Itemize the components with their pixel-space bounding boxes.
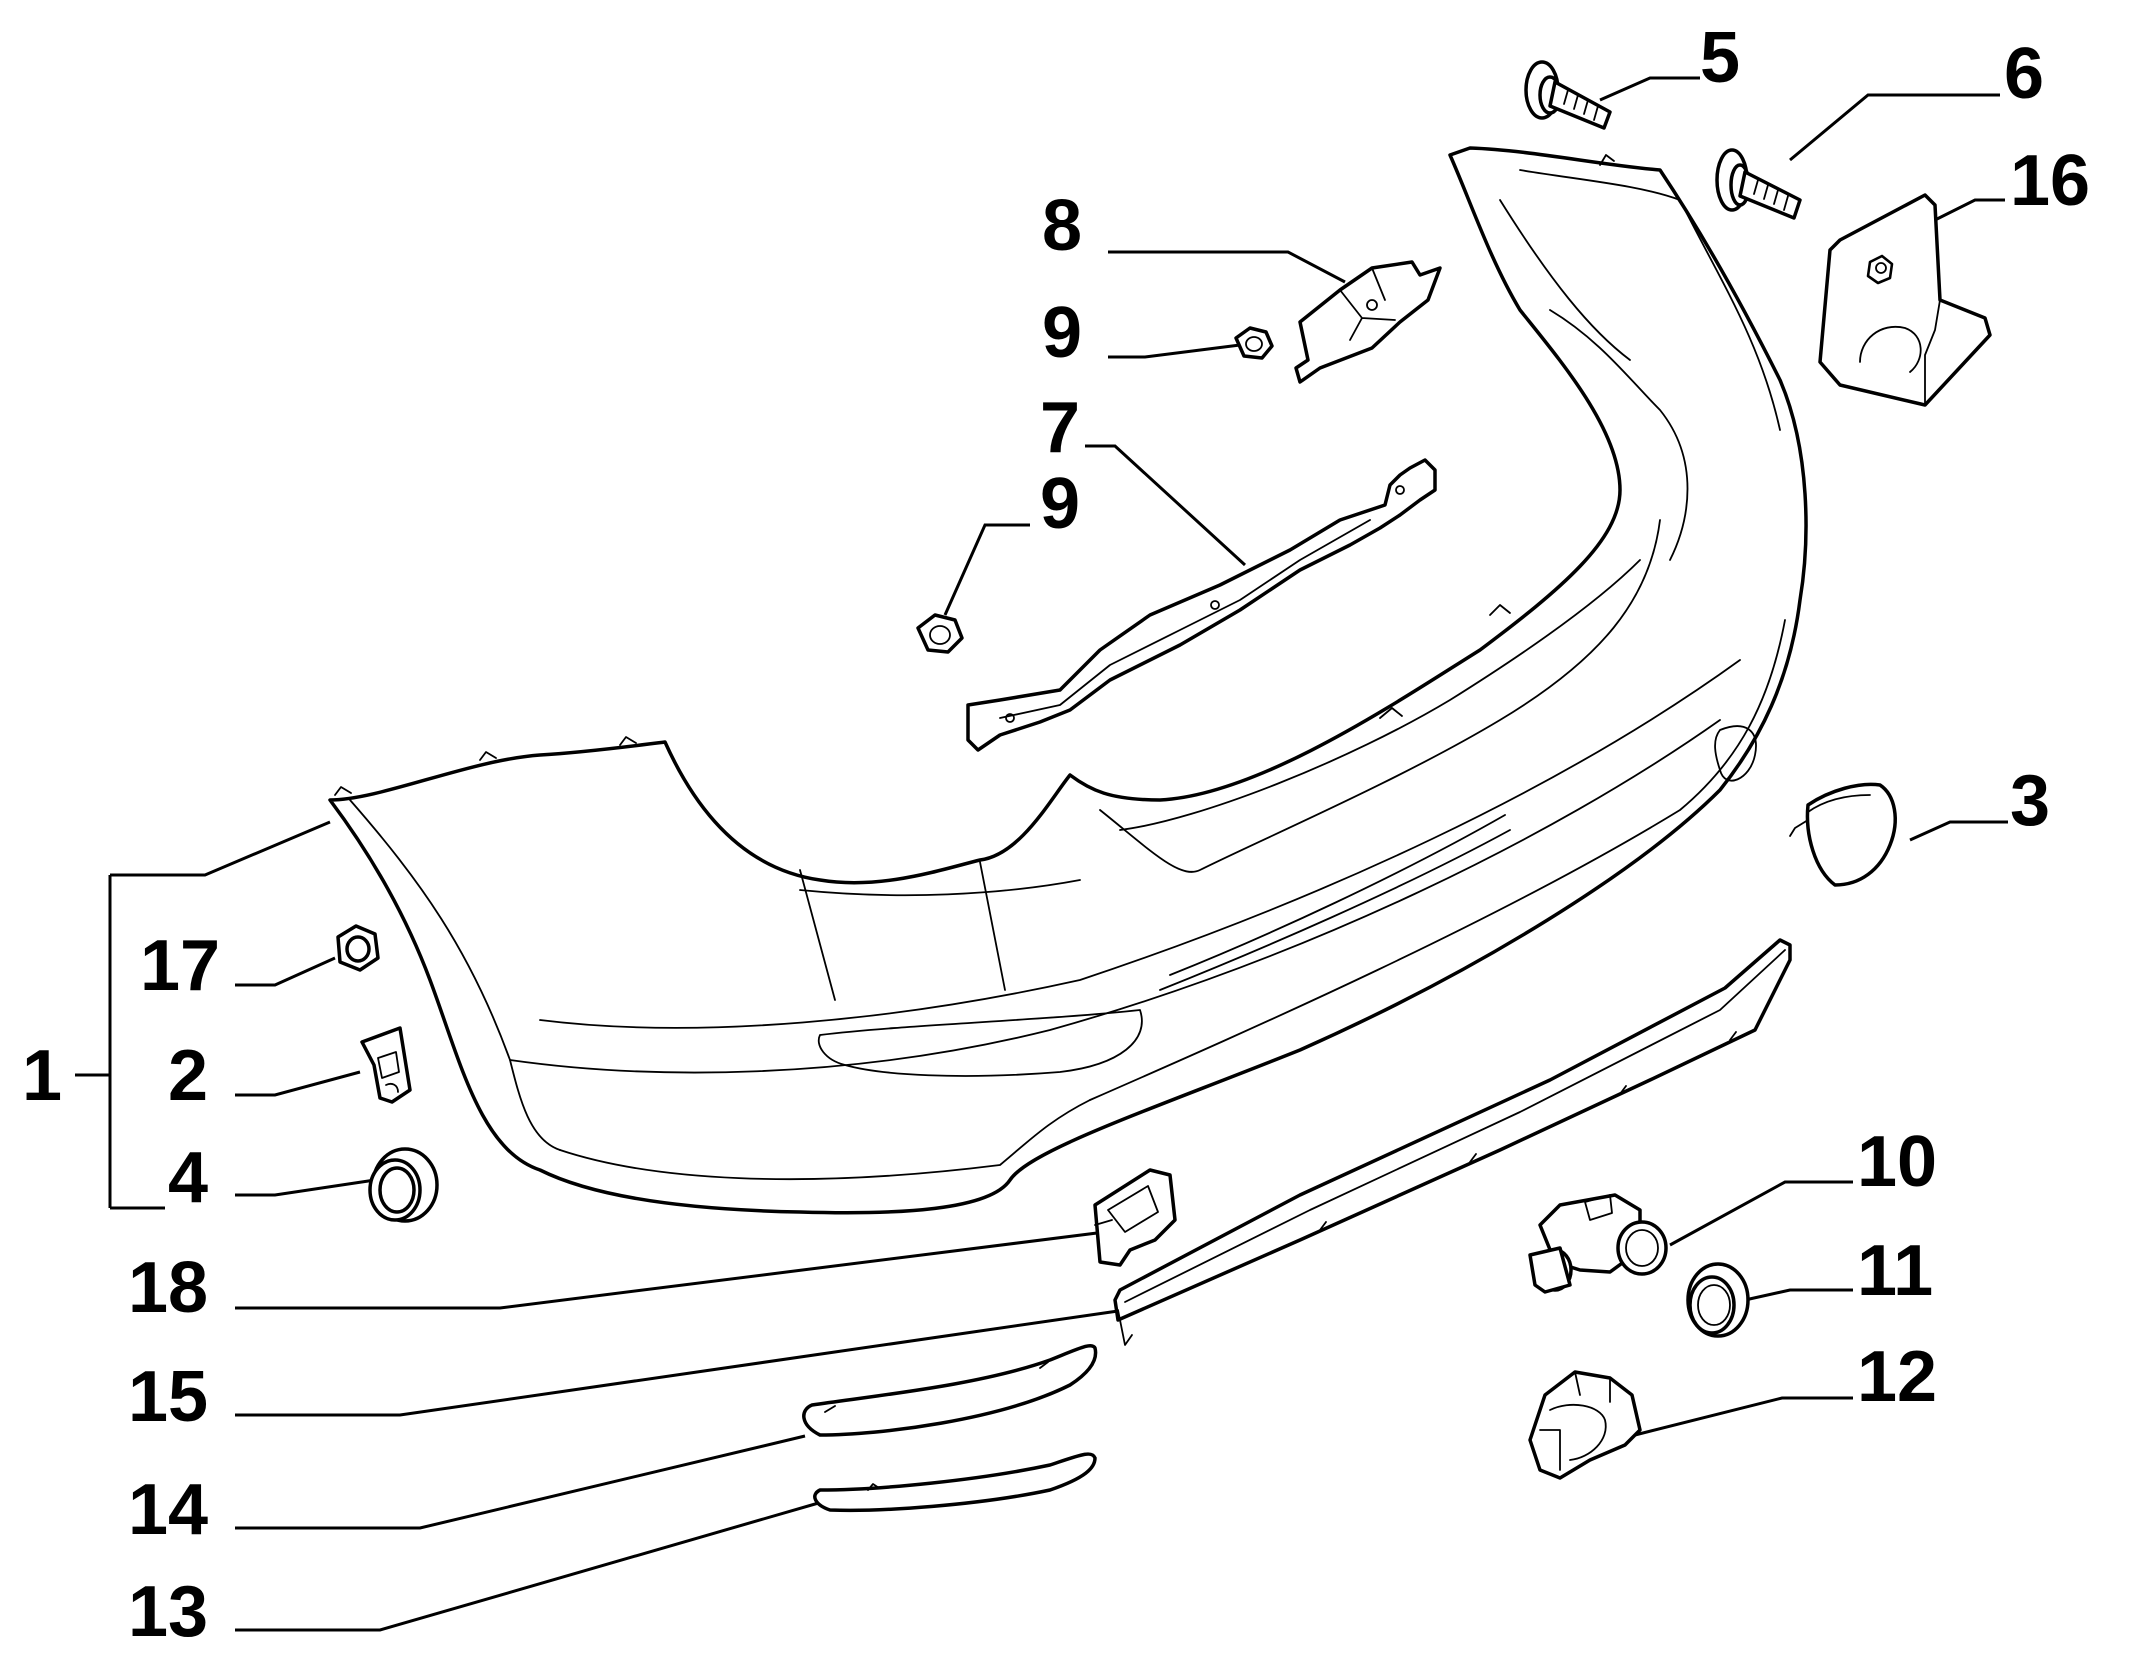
leader-18 [235, 1230, 1106, 1310]
leader-12 [1634, 1396, 1853, 1437]
leader-1-bracket [75, 820, 331, 1210]
part-4-grommet [368, 1147, 439, 1223]
leader-4 [235, 1178, 376, 1197]
leader-10 [1669, 1180, 1853, 1247]
callout-11: 11 [1857, 1231, 1933, 1311]
callout-1: 1 [22, 1036, 62, 1116]
part-2-clip [360, 1026, 412, 1104]
leader-14 [235, 1434, 806, 1530]
part-17-nut [336, 924, 380, 972]
callout-12: 12 [1857, 1337, 1937, 1417]
leader-15 [235, 1308, 1126, 1417]
part-5-screw [1524, 60, 1612, 130]
leader-9b [943, 523, 1030, 616]
part-12-sensor-holder [1528, 1370, 1642, 1480]
part-6-screw [1715, 148, 1802, 220]
part-8-bracket [1294, 260, 1442, 384]
leader-16 [1934, 198, 2005, 222]
part-15-lower-strip [1113, 938, 1792, 1346]
callout-labels: 1 2 3 4 5 6 7 8 9 9 10 11 12 13 14 15 16… [22, 18, 2090, 1652]
leader-2 [235, 1070, 361, 1097]
callout-9b: 9 [1040, 464, 1080, 544]
leader-5 [1599, 76, 1700, 102]
callout-5: 5 [1700, 18, 1740, 98]
callout-14: 14 [128, 1470, 208, 1550]
part-16-bracket [1818, 193, 1992, 407]
leader-7 [1085, 444, 1247, 567]
callout-3: 3 [2010, 761, 2050, 841]
leader-8 [1108, 250, 1346, 284]
part-18-cover [1093, 1168, 1177, 1267]
part-13-reflector [813, 1452, 1097, 1513]
leader-lines [75, 76, 2008, 1632]
part-10-parking-sensor [1528, 1193, 1668, 1294]
callout-18: 18 [128, 1248, 208, 1328]
callout-4: 4 [168, 1138, 208, 1218]
part-3-tow-cover [1789, 782, 1897, 887]
part-11-sensor-ring [1686, 1262, 1750, 1338]
callout-15: 15 [128, 1357, 208, 1437]
part-9a-nut [1234, 326, 1274, 360]
leader-9a [1108, 343, 1241, 359]
leader-11 [1744, 1288, 1853, 1302]
callout-16: 16 [2010, 141, 2090, 221]
part-14-reflector [802, 1343, 1098, 1437]
callout-17: 17 [140, 926, 220, 1006]
callout-7: 7 [1040, 388, 1080, 468]
leader-6 [1789, 93, 2000, 162]
callout-10: 10 [1857, 1122, 1937, 1202]
bumper-cover [328, 146, 1808, 1215]
callout-8: 8 [1042, 186, 1082, 266]
leader-13 [235, 1500, 823, 1632]
part-9b-nut [916, 613, 964, 654]
callout-13: 13 [128, 1572, 208, 1652]
part-7-strip [966, 458, 1437, 752]
callout-2: 2 [168, 1036, 208, 1116]
leader-17 [235, 956, 336, 987]
callout-6: 6 [2004, 34, 2044, 114]
leader-3 [1909, 820, 2008, 842]
callout-9a: 9 [1042, 293, 1082, 373]
